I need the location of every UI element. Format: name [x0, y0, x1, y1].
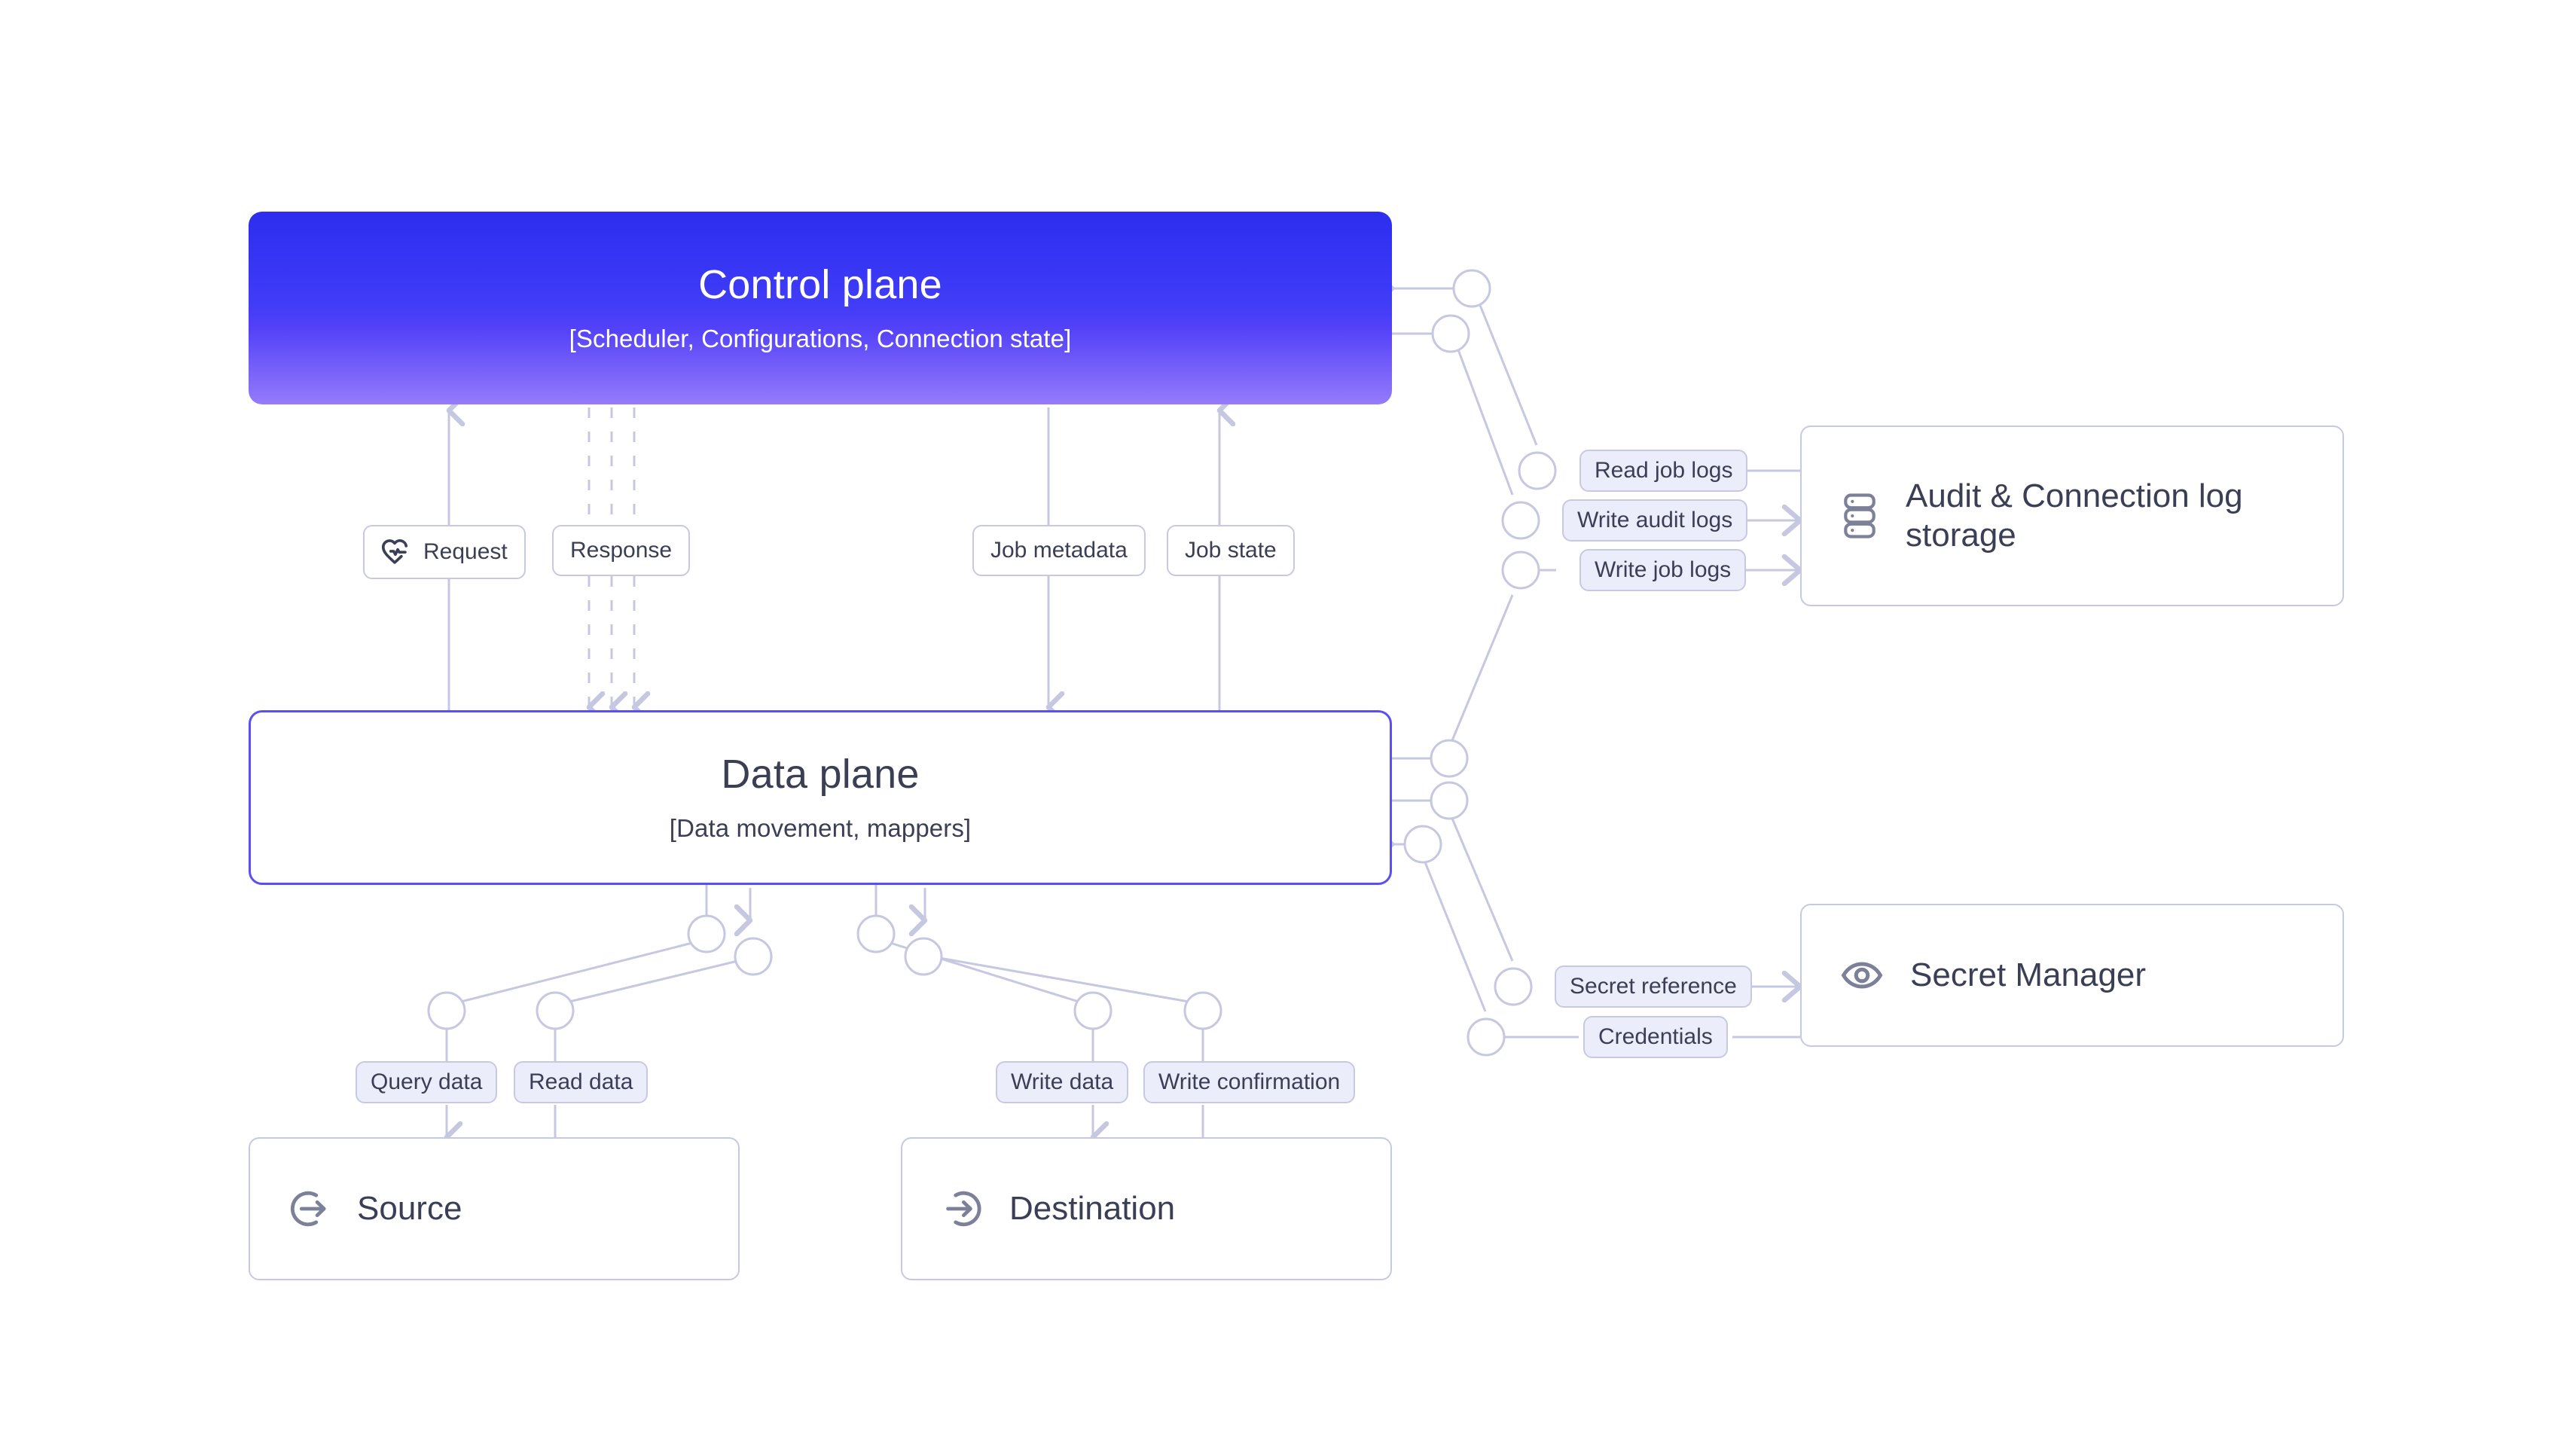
hub-write-conf-b — [1183, 991, 1222, 1030]
edge-label-job-state[interactable]: Job state — [1167, 525, 1295, 576]
source-box[interactable]: Source — [249, 1137, 740, 1280]
database-server-icon — [1839, 491, 1880, 541]
wire-write-data-diag — [890, 941, 1079, 1003]
edge-label-read-job-logs[interactable]: Read job logs — [1579, 450, 1748, 492]
wire-credentials-diag — [1422, 858, 1487, 1012]
arrow-out-circle-icon — [288, 1187, 331, 1231]
hub-credentials-a — [1403, 825, 1442, 864]
edge-label-write-job-logs-text: Write job logs — [1595, 557, 1732, 582]
edge-label-write-data[interactable]: Write data — [996, 1061, 1129, 1103]
edge-label-write-job-logs[interactable]: Write job logs — [1579, 549, 1747, 591]
gradient-noise-texture — [249, 212, 1392, 404]
control-plane-title: Control plane — [698, 262, 942, 308]
edge-label-job-state-text: Job state — [1185, 538, 1277, 563]
edge-label-job-metadata-text: Job metadata — [990, 538, 1128, 563]
hub-read-data-b — [536, 991, 575, 1030]
edge-label-write-audit-logs-text: Write audit logs — [1577, 508, 1733, 532]
wire-read-data-diag — [569, 955, 757, 1003]
hub-read-job-logs-b — [1518, 451, 1557, 490]
hub-write-audit-logs-b — [1501, 501, 1540, 540]
wire-secret-ref-diag — [1449, 814, 1514, 962]
control-plane-subtitle: [Scheduler, Configurations, Connection s… — [569, 324, 1072, 352]
control-plane-box[interactable]: Control plane [Scheduler, Configurations… — [249, 212, 1392, 404]
hub-read-data-a — [734, 937, 773, 976]
edge-label-secret-reference-text: Secret reference — [1570, 974, 1737, 999]
wire-read-job-logs-diag — [1472, 288, 1538, 446]
data-plane-subtitle: [Data movement, mappers] — [669, 813, 972, 842]
hub-write-conf-a — [904, 937, 943, 976]
hub-credentials-b — [1467, 1017, 1506, 1057]
edge-label-write-confirmation[interactable]: Write confirmation — [1143, 1061, 1356, 1103]
edge-label-query-data-text: Query data — [371, 1069, 483, 1094]
edge-label-write-audit-logs[interactable]: Write audit logs — [1562, 499, 1748, 541]
edge-label-read-job-logs-text: Read job logs — [1595, 458, 1733, 483]
hub-write-data-a — [856, 914, 896, 953]
wire-write-audit-logs-diag — [1451, 333, 1514, 496]
hub-write-job-logs-b — [1501, 551, 1540, 590]
edge-label-write-data-text: Write data — [1011, 1069, 1114, 1094]
audit-log-storage-label: Audit & Connection log storage — [1906, 477, 2243, 554]
hub-query-data-a — [687, 914, 726, 953]
edge-label-request[interactable]: Request — [363, 525, 526, 579]
hub-query-data-b — [427, 991, 466, 1030]
edge-label-query-data[interactable]: Query data — [356, 1061, 498, 1103]
eye-icon — [1839, 953, 1885, 998]
wire-query-data-diag — [460, 941, 693, 1003]
source-label: Source — [357, 1190, 462, 1228]
edge-label-write-confirmation-text: Write confirmation — [1158, 1069, 1341, 1094]
wire-write-conf-diag — [930, 955, 1189, 1003]
edge-label-read-data-text: Read data — [529, 1069, 633, 1094]
edge-label-credentials-text: Credentials — [1598, 1024, 1713, 1049]
edge-label-credentials[interactable]: Credentials — [1583, 1016, 1728, 1058]
edge-label-response-text: Response — [570, 538, 673, 563]
hub-write-job-logs-a — [1430, 739, 1469, 778]
destination-label: Destination — [1009, 1190, 1176, 1228]
destination-box[interactable]: Destination — [901, 1137, 1392, 1280]
hub-secret-ref-a — [1430, 781, 1469, 820]
secret-manager-box[interactable]: Secret Manager — [1800, 904, 2344, 1047]
data-plane-box[interactable]: Data plane [Data movement, mappers] — [249, 710, 1392, 885]
edge-label-job-metadata[interactable]: Job metadata — [972, 525, 1146, 576]
audit-log-storage-box[interactable]: Audit & Connection log storage — [1800, 426, 2344, 606]
edge-label-secret-reference[interactable]: Secret reference — [1555, 966, 1752, 1008]
heart-pulse-icon — [378, 535, 411, 569]
hub-write-audit-logs-a — [1431, 314, 1470, 353]
wire-write-job-logs-diag — [1449, 594, 1514, 745]
hub-read-job-logs-a — [1452, 269, 1491, 308]
data-plane-title: Data plane — [721, 752, 920, 798]
arrow-in-circle-icon — [940, 1187, 984, 1231]
edge-label-read-data[interactable]: Read data — [514, 1061, 649, 1103]
hub-secret-ref-b — [1494, 967, 1533, 1006]
secret-manager-label: Secret Manager — [1910, 956, 2147, 994]
edge-label-response[interactable]: Response — [552, 525, 691, 576]
edge-label-request-text: Request — [423, 539, 508, 564]
hub-write-data-b — [1073, 991, 1113, 1030]
